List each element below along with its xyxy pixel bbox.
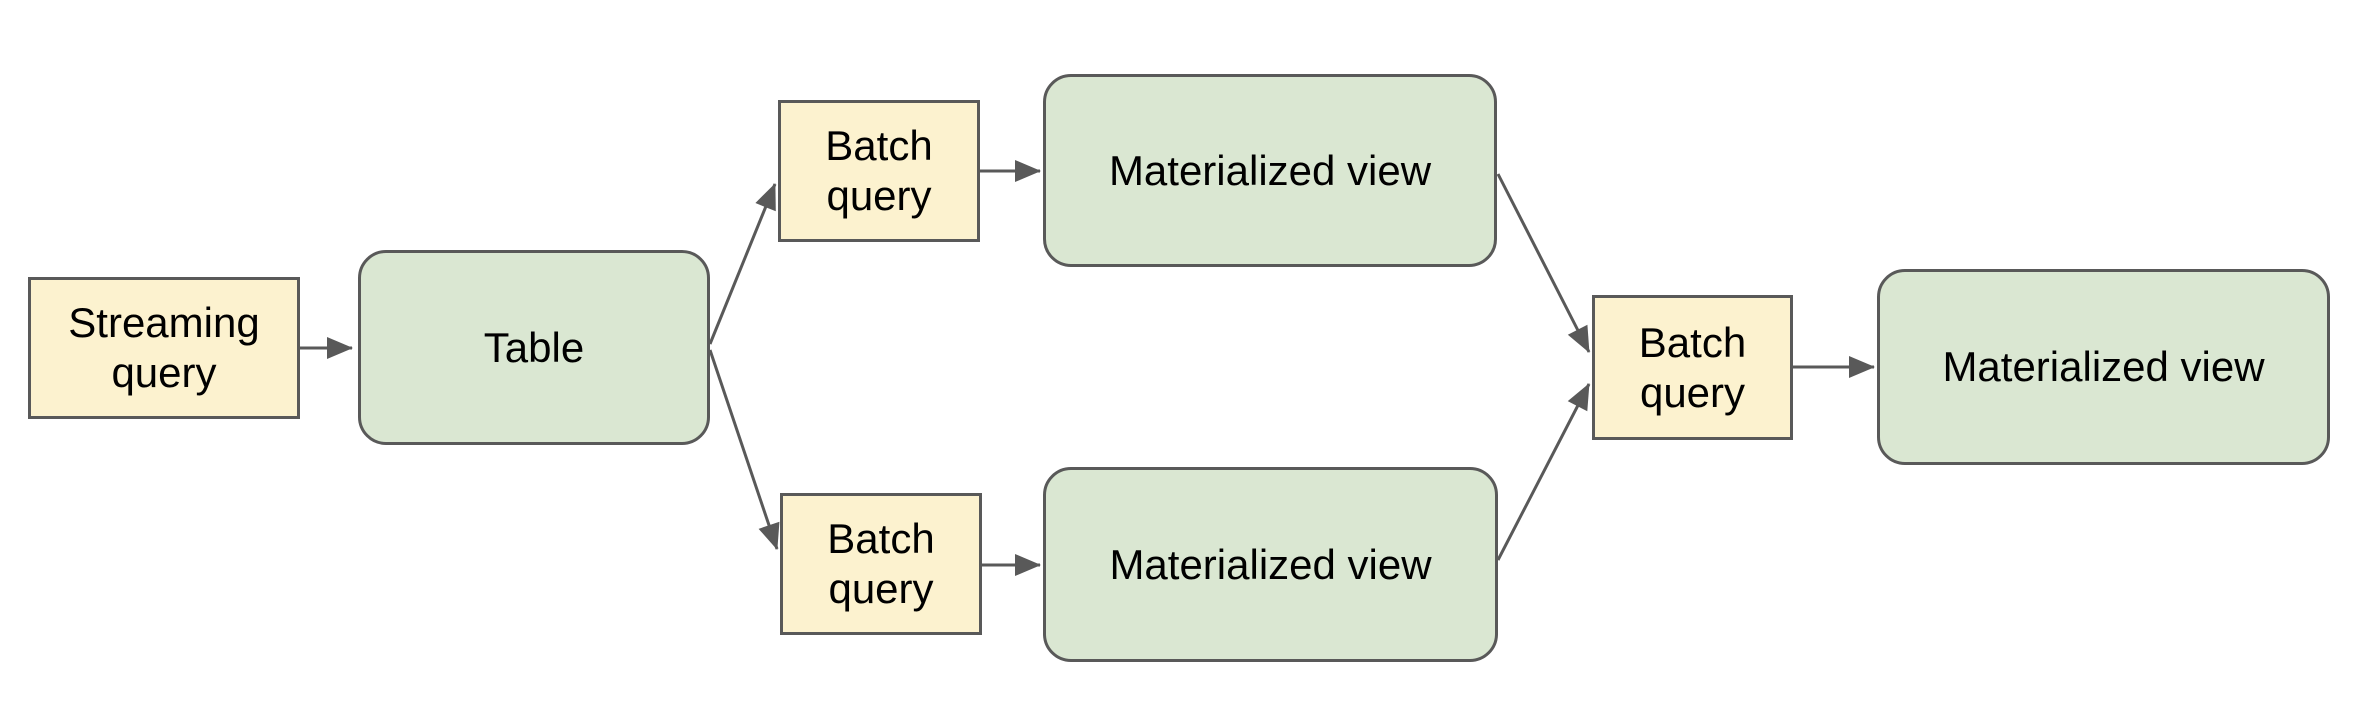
node-streaming-query-label: Streaming query (68, 299, 260, 396)
edge-materialized-view-bottom-to-batch-query-right (1496, 383, 1591, 561)
node-batch-query-top-label: Batch query (825, 122, 933, 219)
edge-materialized-view-top-to-batch-query-right (1496, 173, 1591, 353)
node-batch-query-right-label: Batch query (1638, 318, 1747, 416)
node-batch-query-bottom-label: Batch query (827, 515, 935, 612)
node-materialized-view-final-label: Materialized view (1942, 343, 2265, 391)
node-materialized-view-final: Materialized view (1877, 269, 2330, 465)
node-materialized-view-top-label: Materialized view (1108, 146, 1432, 194)
node-materialized-view-bottom: Materialized view (1043, 467, 1498, 662)
node-streaming-query: Streaming query (28, 277, 300, 419)
edge-table-to-batch-query-bottom (708, 349, 780, 550)
edge-table-to-batch-query-top (708, 183, 777, 345)
node-batch-query-bottom: Batch query (780, 493, 982, 635)
node-materialized-view-top: Materialized view (1043, 74, 1497, 267)
node-materialized-view-bottom-label: Materialized view (1109, 540, 1432, 588)
node-table: Table (358, 250, 710, 445)
node-table-label: Table (483, 323, 585, 371)
node-batch-query-right: Batch query (1592, 295, 1793, 440)
node-batch-query-top: Batch query (778, 100, 980, 242)
